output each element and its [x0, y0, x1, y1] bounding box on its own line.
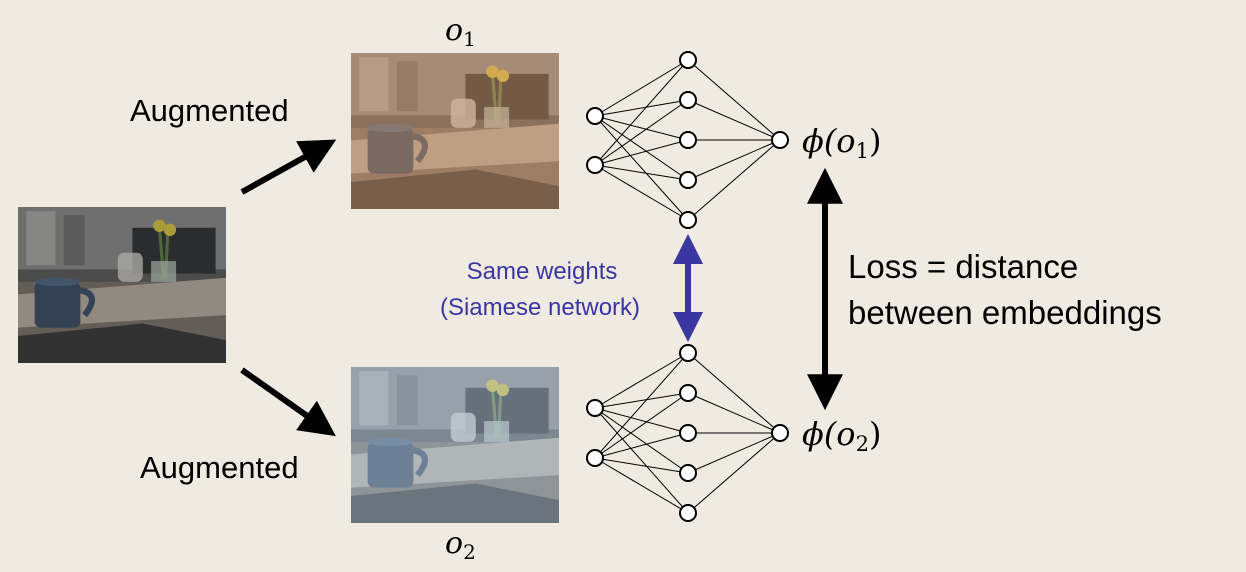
- bottom-hidden-node: [679, 464, 697, 482]
- bottom-input-node: [586, 449, 604, 467]
- top-hidden-node: [679, 91, 697, 109]
- bottom-hidden-node: [679, 344, 697, 362]
- arrow-to-bottom-augmented: [240, 367, 336, 437]
- o2-label: o2: [445, 526, 476, 564]
- bottom-output-node: [771, 424, 789, 442]
- arrow-to-top-augmented: [240, 139, 337, 195]
- phi1-suffix: ): [869, 122, 881, 160]
- top-hidden-node: [679, 211, 697, 229]
- phi2-suffix: ): [869, 415, 881, 453]
- phi1-base: o: [836, 122, 855, 160]
- augmented-label-top: Augmented: [130, 93, 289, 128]
- loss-label-line1: Loss = distance: [848, 248, 1078, 285]
- phi-o1-label: ϕ(o1): [802, 122, 881, 163]
- phi2-sub: 2: [856, 432, 869, 456]
- top-hidden-node: [679, 131, 697, 149]
- same-weights-label: Same weights: [467, 258, 618, 285]
- o1-label: o1: [445, 13, 476, 51]
- bottom-hidden-node: [679, 504, 697, 522]
- top-output-node: [771, 131, 789, 149]
- network-bottom: [586, 344, 789, 522]
- top-input-node: [586, 107, 604, 125]
- bottom-hidden-node: [679, 424, 697, 442]
- top-hidden-node: [679, 51, 697, 69]
- phi2-base: o: [836, 415, 855, 453]
- loss-label-line2: between embeddings: [848, 294, 1162, 331]
- phi2-prefix: ϕ(: [802, 415, 838, 453]
- bottom-hidden-node: [679, 384, 697, 402]
- phi-o2-label: ϕ(o2): [802, 415, 881, 456]
- o2-base: o: [445, 526, 463, 561]
- top-hidden-node: [679, 171, 697, 189]
- o2-sub: 2: [463, 540, 476, 564]
- o1-base: o: [445, 13, 463, 48]
- original-image: [18, 207, 226, 363]
- phi1-sub: 1: [856, 139, 869, 163]
- network-top: [586, 51, 789, 229]
- siamese-network-label: (Siamese network): [440, 294, 640, 321]
- augmented-label-bottom: Augmented: [140, 450, 299, 485]
- augmented-image-bottom: [351, 367, 559, 523]
- bottom-input-node: [586, 399, 604, 417]
- augmented-image-top: [351, 53, 559, 209]
- top-input-node: [586, 156, 604, 174]
- o1-sub: 1: [463, 27, 476, 51]
- phi1-prefix: ϕ(: [802, 122, 838, 160]
